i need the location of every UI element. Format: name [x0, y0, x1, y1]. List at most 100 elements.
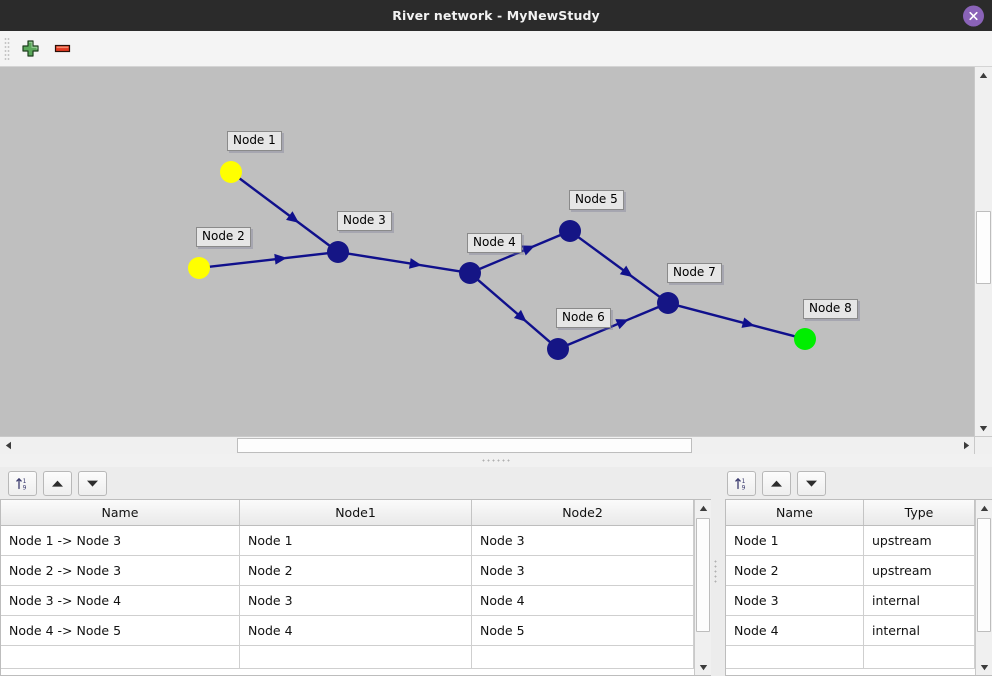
table-cell[interactable]: Node 1	[726, 525, 864, 556]
graph-edge[interactable]	[476, 278, 552, 344]
close-icon[interactable]	[963, 5, 984, 26]
graph-node-node-4[interactable]	[459, 262, 481, 284]
table-row[interactable]	[726, 645, 975, 669]
column-header-node1[interactable]: Node1	[239, 500, 472, 526]
table-cell[interactable]: Node 4	[239, 615, 472, 646]
table-cell[interactable]: Node 2	[726, 555, 864, 586]
graph-canvas[interactable]: Node 1 Node 2 Node 3 Node 4 Node 5 Node 6 Node…	[0, 67, 974, 436]
graph-node-label-node-5[interactable]: Node 5	[569, 190, 624, 210]
table-cell[interactable]: Node 4	[726, 615, 864, 646]
remove-node-button[interactable]	[46, 34, 78, 64]
table-row[interactable]	[1, 645, 694, 669]
graph-node-label-node-7[interactable]: Node 7	[667, 263, 722, 283]
graph-node-label-node-2[interactable]: Node 2	[196, 227, 251, 247]
graph-edge[interactable]	[566, 305, 660, 347]
table-cell[interactable]: Node 3	[471, 525, 694, 556]
table-cell[interactable]: Node 1	[239, 525, 472, 556]
reaches-sort-button[interactable]: 1 9	[8, 470, 37, 496]
arrow-up-icon	[52, 480, 63, 487]
column-header-name[interactable]: Name	[726, 500, 864, 526]
graph-node-label-node-3[interactable]: Node 3	[337, 211, 392, 231]
table-cell[interactable]: Node 3 -> Node 4	[1, 585, 240, 616]
reaches-vertical-scrollbar[interactable]	[694, 500, 711, 675]
scroll-down-arrow-icon[interactable]	[975, 420, 992, 436]
graph-node-node-5[interactable]	[559, 220, 581, 242]
reaches-move-up-button[interactable]	[43, 470, 72, 496]
graph-edge[interactable]	[577, 235, 661, 299]
table-cell[interactable]: Node 4	[471, 585, 694, 616]
column-header-node2[interactable]: Node2	[471, 500, 694, 526]
graph-edge[interactable]	[347, 252, 461, 273]
graph-node-label-node-4[interactable]: Node 4	[467, 233, 522, 253]
graph-node-node-3[interactable]	[327, 241, 349, 263]
table-cell[interactable]: internal	[863, 585, 975, 616]
scroll-up-arrow-icon[interactable]	[975, 67, 992, 83]
table-cell[interactable]: Node 3	[726, 585, 864, 616]
reaches-vscroll-track[interactable]	[695, 516, 711, 659]
table-cell[interactable]	[239, 645, 472, 669]
graph-edge[interactable]	[238, 177, 331, 247]
toolbar-drag-handle[interactable]	[4, 36, 10, 61]
horizontal-splitter[interactable]	[0, 453, 992, 467]
table-cell[interactable]: internal	[863, 615, 975, 646]
reaches-move-down-button[interactable]	[78, 470, 107, 496]
table-cell[interactable]	[863, 645, 975, 669]
scroll-right-arrow-icon[interactable]	[958, 437, 974, 454]
table-cell[interactable]	[1, 645, 240, 669]
graph-node-label-node-1[interactable]: Node 1	[227, 131, 282, 151]
graph-node-label-node-6[interactable]: Node 6	[556, 308, 611, 328]
add-node-button[interactable]	[14, 34, 46, 64]
column-header-name[interactable]: Name	[1, 500, 240, 526]
graph-node-node-8[interactable]	[794, 328, 816, 350]
graph-node-node-1[interactable]	[220, 161, 242, 183]
column-header-type[interactable]: Type	[863, 500, 975, 526]
graph-hscroll-thumb[interactable]	[237, 438, 692, 453]
table-cell[interactable]: Node 3	[471, 555, 694, 586]
table-cell[interactable]: Node 4 -> Node 5	[1, 615, 240, 646]
reaches-vscroll-thumb[interactable]	[696, 518, 710, 632]
nodes-vertical-scrollbar[interactable]	[975, 500, 992, 675]
graph-node-node-7[interactable]	[657, 292, 679, 314]
nodes-sort-button[interactable]: 1 9	[727, 470, 756, 496]
graph-vscroll-thumb[interactable]	[976, 211, 991, 284]
graph-vscroll-track[interactable]	[975, 83, 992, 420]
graph-node-node-6[interactable]	[547, 338, 569, 360]
nodes-vscroll-track[interactable]	[976, 516, 992, 659]
graph-node-label-node-8[interactable]: Node 8	[803, 299, 858, 319]
table-cell[interactable]: Node 2	[239, 555, 472, 586]
reaches-scroll-up-arrow-icon[interactable]	[695, 500, 711, 516]
nodes-move-up-button[interactable]	[762, 470, 791, 496]
table-cell[interactable]: upstream	[863, 555, 975, 586]
vertical-splitter[interactable]	[711, 467, 719, 676]
table-cell[interactable]: Node 5	[471, 615, 694, 646]
table-cell[interactable]: Node 1 -> Node 3	[1, 525, 240, 556]
table-cell[interactable]: upstream	[863, 525, 975, 556]
graph-vertical-scrollbar[interactable]	[974, 67, 992, 436]
nodes-vscroll-thumb[interactable]	[977, 518, 991, 632]
scroll-left-arrow-icon[interactable]	[0, 437, 16, 454]
graph-node-node-2[interactable]	[188, 257, 210, 279]
graph-edge[interactable]	[677, 304, 796, 338]
table-cell[interactable]: Node 3	[239, 585, 472, 616]
graph-horizontal-scrollbar[interactable]	[0, 436, 974, 454]
table-cell[interactable]	[471, 645, 694, 669]
nodes-scroll-down-arrow-icon[interactable]	[976, 659, 992, 675]
table-cell[interactable]: Node 2 -> Node 3	[1, 555, 240, 586]
graph-hscroll-track[interactable]	[16, 437, 958, 454]
graph-edge[interactable]	[208, 251, 329, 269]
graph-edge-arrow	[409, 258, 422, 269]
reaches-scroll-down-arrow-icon[interactable]	[695, 659, 711, 675]
nodes-move-down-button[interactable]	[797, 470, 826, 496]
table-cell[interactable]	[726, 645, 864, 669]
nodes-scroll-up-arrow-icon[interactable]	[976, 500, 992, 516]
